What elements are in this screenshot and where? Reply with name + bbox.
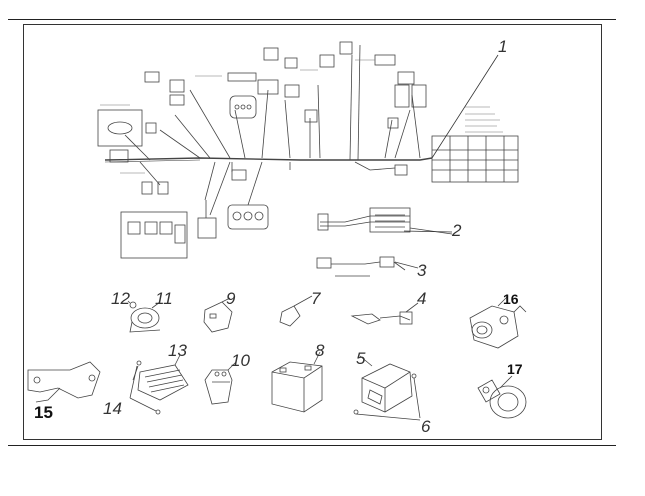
callout-14: 14: [103, 399, 122, 418]
diagram-frame: [23, 24, 602, 440]
callout-3: 3: [417, 261, 427, 280]
top-rule: [8, 19, 616, 20]
callout-12: 12: [111, 289, 130, 308]
screw-12[interactable]: [127, 300, 137, 309]
connector-lead-4[interactable]: [350, 302, 419, 325]
callout-7: 7: [311, 289, 321, 308]
callout-5: 5: [356, 349, 366, 368]
callout-17: 17: [507, 361, 523, 377]
callout-16: 16: [503, 291, 519, 307]
callout-6: 6: [421, 417, 431, 436]
callout-15: 15: [34, 403, 53, 422]
callout-9: 9: [226, 289, 236, 308]
sensor-lead-3[interactable]: [316, 256, 419, 277]
horn-11[interactable]: [129, 301, 161, 333]
relay-9[interactable]: [203, 297, 233, 333]
callout-13: 13: [168, 341, 187, 360]
screws-6[interactable]: [353, 373, 421, 421]
ecu-5[interactable]: [359, 355, 413, 413]
wiring-harness[interactable]: [97, 41, 519, 259]
bottom-rule: [8, 445, 616, 446]
sensor-7[interactable]: [279, 295, 313, 327]
callout-1: 1: [498, 37, 507, 56]
callout-8: 8: [315, 341, 325, 360]
speed-sensor-17[interactable]: [477, 375, 527, 419]
bolts-14[interactable]: [129, 360, 161, 415]
regulator-13[interactable]: [137, 354, 189, 401]
callout-2: 2: [451, 221, 462, 240]
callout-4: 4: [417, 289, 426, 308]
battery-8[interactable]: [271, 351, 323, 413]
sub-harness-2[interactable]: [317, 207, 453, 235]
starter-relay-10[interactable]: [204, 361, 237, 405]
bracket-15[interactable]: [27, 361, 101, 403]
throttle-body-16[interactable]: [469, 295, 527, 349]
callout-10: 10: [231, 351, 250, 370]
callout-11: 11: [155, 289, 173, 308]
